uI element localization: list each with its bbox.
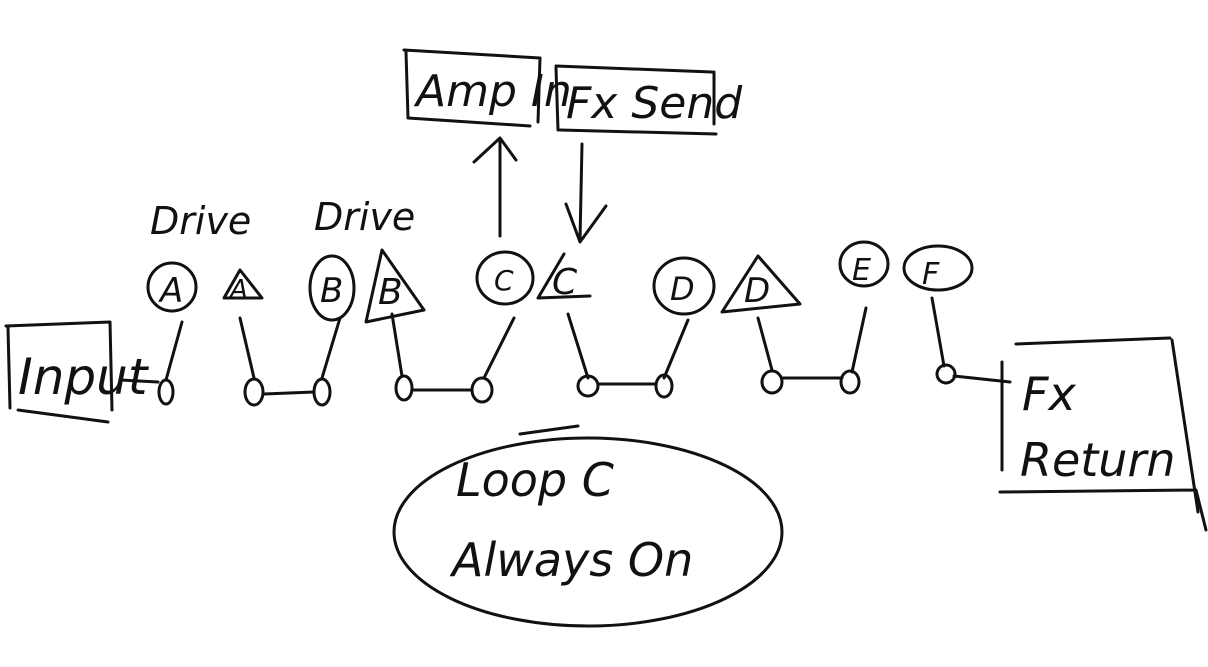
jack [394,374,414,402]
loop-e-send-circle [838,240,890,288]
arrow-from-fx-send [564,142,608,244]
jack [157,378,175,406]
drive-label-2: Drive [314,195,415,239]
loop-b-return-letter: B [378,272,403,313]
note-line-1: Loop C [456,453,614,507]
amp-in-label: Amp In [413,66,572,117]
jack [312,377,332,407]
patch-cables [118,374,1012,396]
loop-e: E F [838,240,974,292]
jacks [157,363,957,407]
loop-c-send-letter: C [494,264,514,297]
fx-return-label-1: Fx [1022,367,1076,421]
jack [576,374,600,398]
loop-d-return-triangle [720,254,802,314]
jack [839,369,861,395]
jack [470,376,494,404]
loop-b-return-triangle [364,248,426,324]
loop-b-send-circle [308,254,356,322]
fx-send-label: Fx Send [566,78,743,129]
jack [243,377,265,407]
fx-return-label-2: Return [1020,433,1176,487]
loop-d: D D [652,254,802,316]
loop-d-send-circle [652,256,716,316]
loop-f-letter: F [922,257,940,292]
loop-b: B B [308,248,426,324]
loop-c-send-circle [475,250,535,306]
loop-a-send-letter: A [158,271,183,311]
loop-c: C C [475,250,592,306]
fx-send-box: Fx Send [554,64,743,136]
loop-c-return-letter: C [552,262,578,303]
loop-a-return-letter: A [228,275,248,305]
loop-a-return-triangle [222,268,264,300]
arrow-to-amp-in [472,136,518,238]
jack [760,369,784,395]
note-line-2: Always On [449,533,693,587]
jack [654,373,674,399]
loop-c-note: Loop C Always On [392,424,784,628]
loop-f-circle [902,244,974,292]
loop-d-send-letter: D [670,270,695,308]
loop-d-return-letter: D [744,271,770,311]
drive-label-1: Drive [150,199,251,243]
loop-b-send-letter: B [320,271,343,311]
input-label: Input [18,348,150,406]
jack-stems [164,296,946,382]
input-box: Input [4,320,150,424]
loop-c-return-triangle [536,252,592,300]
loop-e-send-letter: E [852,253,871,288]
loop-a-send-circle [146,261,198,313]
fx-return-box: Fx Return [998,336,1208,532]
note-ellipse [392,436,784,628]
amp-in-box: Amp In [402,48,572,128]
loop-a: A A [146,261,264,313]
jack [935,363,957,385]
